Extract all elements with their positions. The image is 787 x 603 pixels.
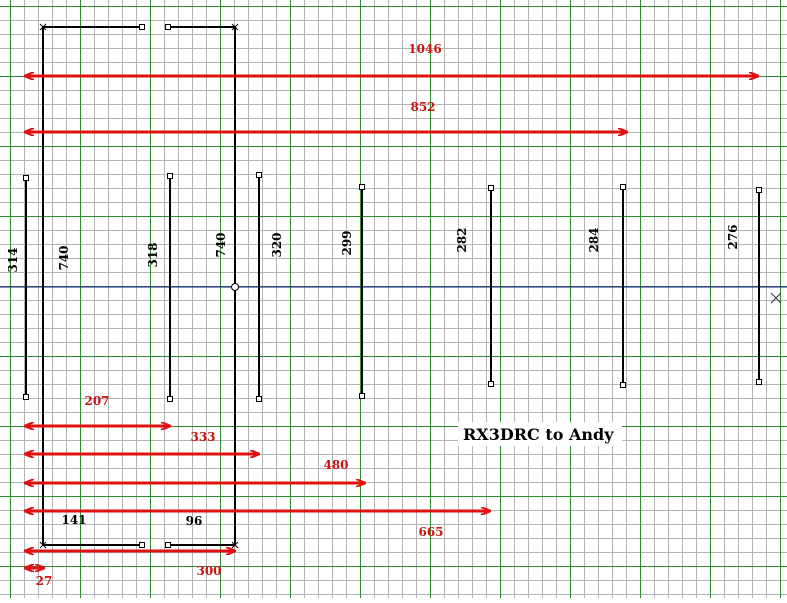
length-label-314: 314 [6, 247, 20, 272]
length-label-320: 320 [270, 232, 284, 257]
dim-label-480: 480 [323, 458, 348, 472]
dim-label-1046: 1046 [408, 42, 441, 56]
element-reflector [23, 175, 29, 400]
element-director-1 [167, 173, 173, 402]
dim-label-665: 665 [418, 525, 443, 539]
element-director-6 [756, 187, 762, 385]
element-director-3 [359, 184, 365, 399]
loop-segment-labels: 141 96 [61, 513, 202, 528]
driven-element-loop [42, 26, 236, 546]
axis-end-x-mark [770, 292, 782, 304]
dim-label-300: 300 [196, 564, 221, 578]
length-label-740-left: 740 [57, 245, 71, 270]
length-label-318: 318 [146, 242, 160, 267]
loop-gap-nodes [139, 24, 171, 548]
segment-label-96: 96 [186, 514, 203, 528]
length-label-282: 282 [455, 227, 469, 252]
dim-label-852: 852 [410, 100, 435, 114]
element-length-labels: 314 740 318 740 320 299 282 284 276 [6, 224, 740, 272]
dim-label-27: 27 [36, 574, 53, 588]
dimension-labels: 1046 852 207 333 480 665 300 27 [36, 42, 444, 588]
element-director-4 [488, 185, 494, 387]
length-label-740-right: 740 [214, 232, 228, 257]
caption-background [458, 422, 622, 446]
dim-label-333: 333 [190, 430, 215, 444]
diagram-caption: RX3DRC to Andy [463, 425, 614, 444]
length-label-284: 284 [587, 227, 601, 252]
element-director-5 [620, 184, 626, 388]
segment-label-141: 141 [61, 513, 86, 527]
feed-point-marker [231, 283, 239, 291]
length-label-299: 299 [340, 230, 354, 255]
element-director-2 [256, 172, 262, 402]
length-label-276: 276 [726, 224, 740, 249]
dimension-arrows [25, 76, 758, 568]
dim-label-207: 207 [84, 394, 109, 408]
